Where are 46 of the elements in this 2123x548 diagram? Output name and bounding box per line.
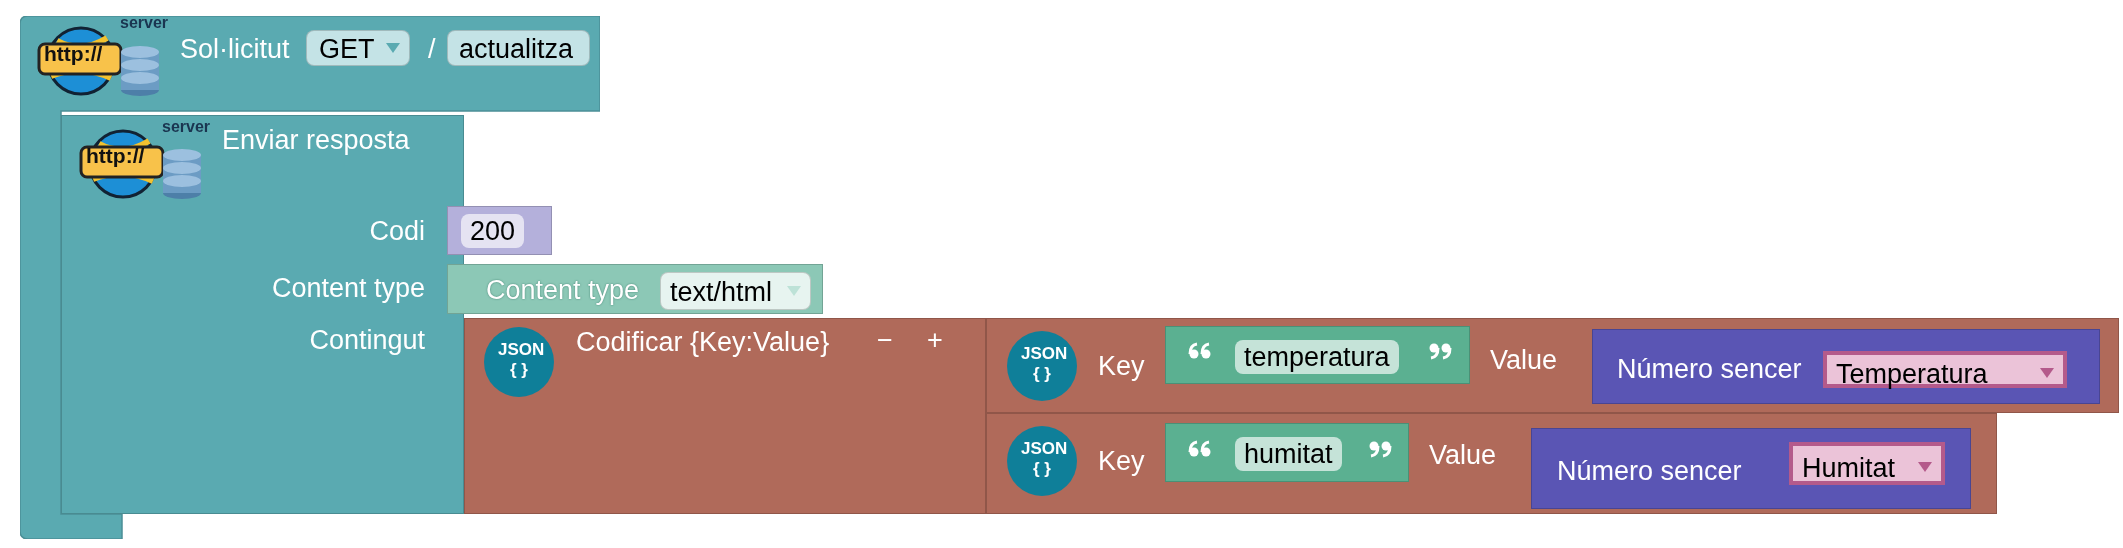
dropdown-field xyxy=(306,30,410,66)
icon-caption: server xyxy=(162,118,211,136)
block-label: + xyxy=(927,324,943,357)
text-field xyxy=(447,30,590,66)
block-label: Número sencer xyxy=(1617,353,1802,386)
text-block xyxy=(1165,423,1409,482)
integer-block xyxy=(1531,428,1971,509)
field-value: Humitat xyxy=(1802,452,1896,485)
content-type-block xyxy=(447,264,823,314)
dropdown-field xyxy=(1789,442,1945,485)
block-label: − xyxy=(877,324,893,357)
block-label: Value xyxy=(1429,439,1497,472)
json-encode-block xyxy=(464,318,986,514)
icon-caption: server xyxy=(120,14,169,32)
json-badge: JSON { } xyxy=(484,327,554,397)
field-value: text/html xyxy=(670,276,773,309)
input-label: Codi xyxy=(369,215,425,248)
number-block xyxy=(447,206,552,255)
field-value: Temperatura xyxy=(1836,358,1988,391)
integer-block xyxy=(1592,329,2100,404)
block-label: / xyxy=(428,33,436,66)
key-value-block xyxy=(986,318,2119,413)
json-badge: JSON { } xyxy=(1007,331,1077,401)
field-value: actualitza xyxy=(459,33,574,66)
block-label: Codificar {Key:Value} xyxy=(576,326,830,359)
block-label: Key xyxy=(1098,350,1145,383)
block-label: Sol·licitut xyxy=(180,33,290,66)
block-label: Número sencer xyxy=(1557,455,1742,488)
value-field: humitat xyxy=(1235,437,1342,471)
input-label: Content type xyxy=(271,272,425,305)
field-value: GET xyxy=(319,33,375,66)
input-label: Contingut xyxy=(309,324,425,357)
text-block xyxy=(1165,326,1470,384)
key-value-block xyxy=(986,413,1997,514)
icon-label: http:// xyxy=(44,42,103,66)
icon-label: http:// xyxy=(86,144,145,168)
value-field: temperatura xyxy=(1235,340,1399,374)
block-label: Key xyxy=(1098,445,1145,478)
dropdown-field xyxy=(1823,351,2067,388)
block-label: Enviar resposta xyxy=(222,124,410,157)
json-badge: JSON { } xyxy=(1007,426,1077,496)
block-label: Content type xyxy=(486,274,640,307)
dropdown-field xyxy=(660,272,811,310)
value-field: 200 xyxy=(461,214,525,248)
block-label: Value xyxy=(1490,344,1558,377)
response-block xyxy=(61,115,464,514)
